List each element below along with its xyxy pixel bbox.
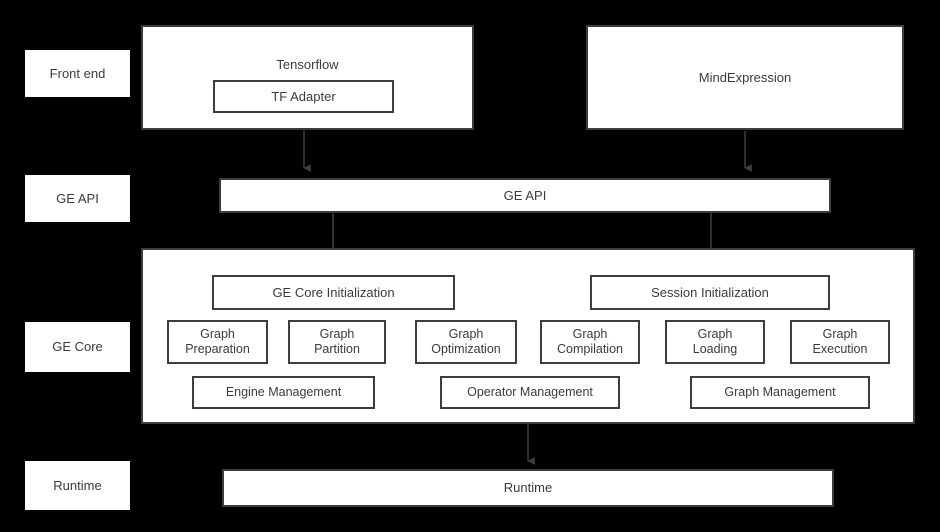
tensorflow-box: Tensorflow xyxy=(141,25,474,130)
ge-api-bar: GE API xyxy=(219,178,831,213)
stage-label-ge-api: GE API xyxy=(25,175,130,222)
manager-graph-management: Graph Management xyxy=(690,376,870,409)
stage-label-runtime: Runtime xyxy=(25,461,130,510)
module-graph-execution: Graph Execution xyxy=(790,320,890,364)
ge-core-initialization-box: GE Core Initialization xyxy=(212,275,455,310)
mindexpression-box: MindExpression xyxy=(586,25,904,130)
session-initialization-box: Session Initialization xyxy=(590,275,830,310)
module-graph-preparation: Graph Preparation xyxy=(167,320,268,364)
module-graph-optimization: Graph Optimization xyxy=(415,320,517,364)
module-graph-loading: Graph Loading xyxy=(665,320,765,364)
module-graph-compilation: Graph Compilation xyxy=(540,320,640,364)
manager-operator-management: Operator Management xyxy=(440,376,620,409)
stage-label-ge-core: GE Core xyxy=(25,322,130,372)
runtime-bar: Runtime xyxy=(222,469,834,507)
manager-engine-management: Engine Management xyxy=(192,376,375,409)
module-graph-partition: Graph Partition xyxy=(288,320,386,364)
tf-adapter-box: TF Adapter xyxy=(213,80,394,113)
stage-label-front-end: Front end xyxy=(25,50,130,97)
